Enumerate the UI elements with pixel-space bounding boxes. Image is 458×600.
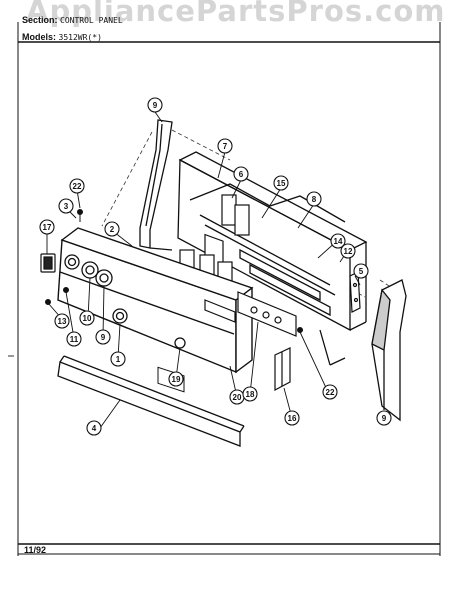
callout-21: 20 — [233, 393, 242, 402]
callout-9-top: 9 — [153, 101, 158, 110]
section-line: Section: CONTROL PANEL — [22, 15, 123, 25]
control-knobs — [64, 254, 186, 349]
callout-19: 18 — [246, 390, 255, 399]
lower-trim-strip — [57, 355, 245, 447]
models-value: 3512WR(*) — [58, 33, 102, 42]
callout-4: 4 — [92, 424, 97, 433]
callout-22-bottom: 22 — [326, 388, 335, 397]
callout-6: 6 — [239, 170, 244, 179]
callout-18: 17 — [43, 223, 52, 232]
revision-date: 11/92 — [24, 545, 47, 555]
end-cap-right — [371, 279, 407, 422]
callout-15: 14 — [334, 237, 343, 246]
bracket-small — [349, 271, 361, 313]
callout-10: 9 — [101, 333, 106, 342]
models-label: Models: — [22, 32, 57, 42]
models-line: Models: 3512WR(*) — [22, 32, 102, 42]
callout-3: 3 — [64, 202, 69, 211]
side-bracket-left — [139, 119, 173, 251]
section-label: Section: — [22, 15, 58, 25]
callout-20: 19 — [172, 375, 181, 384]
bracket-lower — [274, 347, 291, 391]
rocker-switch — [40, 253, 56, 273]
callout-14: 13 — [58, 317, 67, 326]
callout-1: 1 — [116, 355, 121, 364]
callout-22-top: 22 — [73, 182, 82, 191]
callout-7: 7 — [223, 142, 228, 151]
callout-8: 8 — [312, 195, 317, 204]
callout-16: 15 — [277, 179, 286, 188]
callout-circles — [39, 97, 392, 436]
callout-17: 16 — [288, 414, 297, 423]
clock-timer-module — [204, 291, 297, 337]
callout-9-bottom: 9 — [382, 414, 387, 423]
callout-5: 5 — [359, 267, 364, 276]
callout-numbers: 9 7 6 15 8 14 12 5 2 3 22 17 13 11 10 9 … — [43, 101, 387, 433]
callout-2: 2 — [110, 225, 115, 234]
section-value: CONTROL PANEL — [60, 16, 123, 25]
callout-12: 11 — [70, 335, 79, 344]
infinite-switches — [179, 194, 250, 285]
watermark-text: AppliancePartsPros.com — [26, 0, 446, 28]
callout-11: 10 — [83, 314, 92, 323]
callout-13: 12 — [344, 247, 353, 256]
